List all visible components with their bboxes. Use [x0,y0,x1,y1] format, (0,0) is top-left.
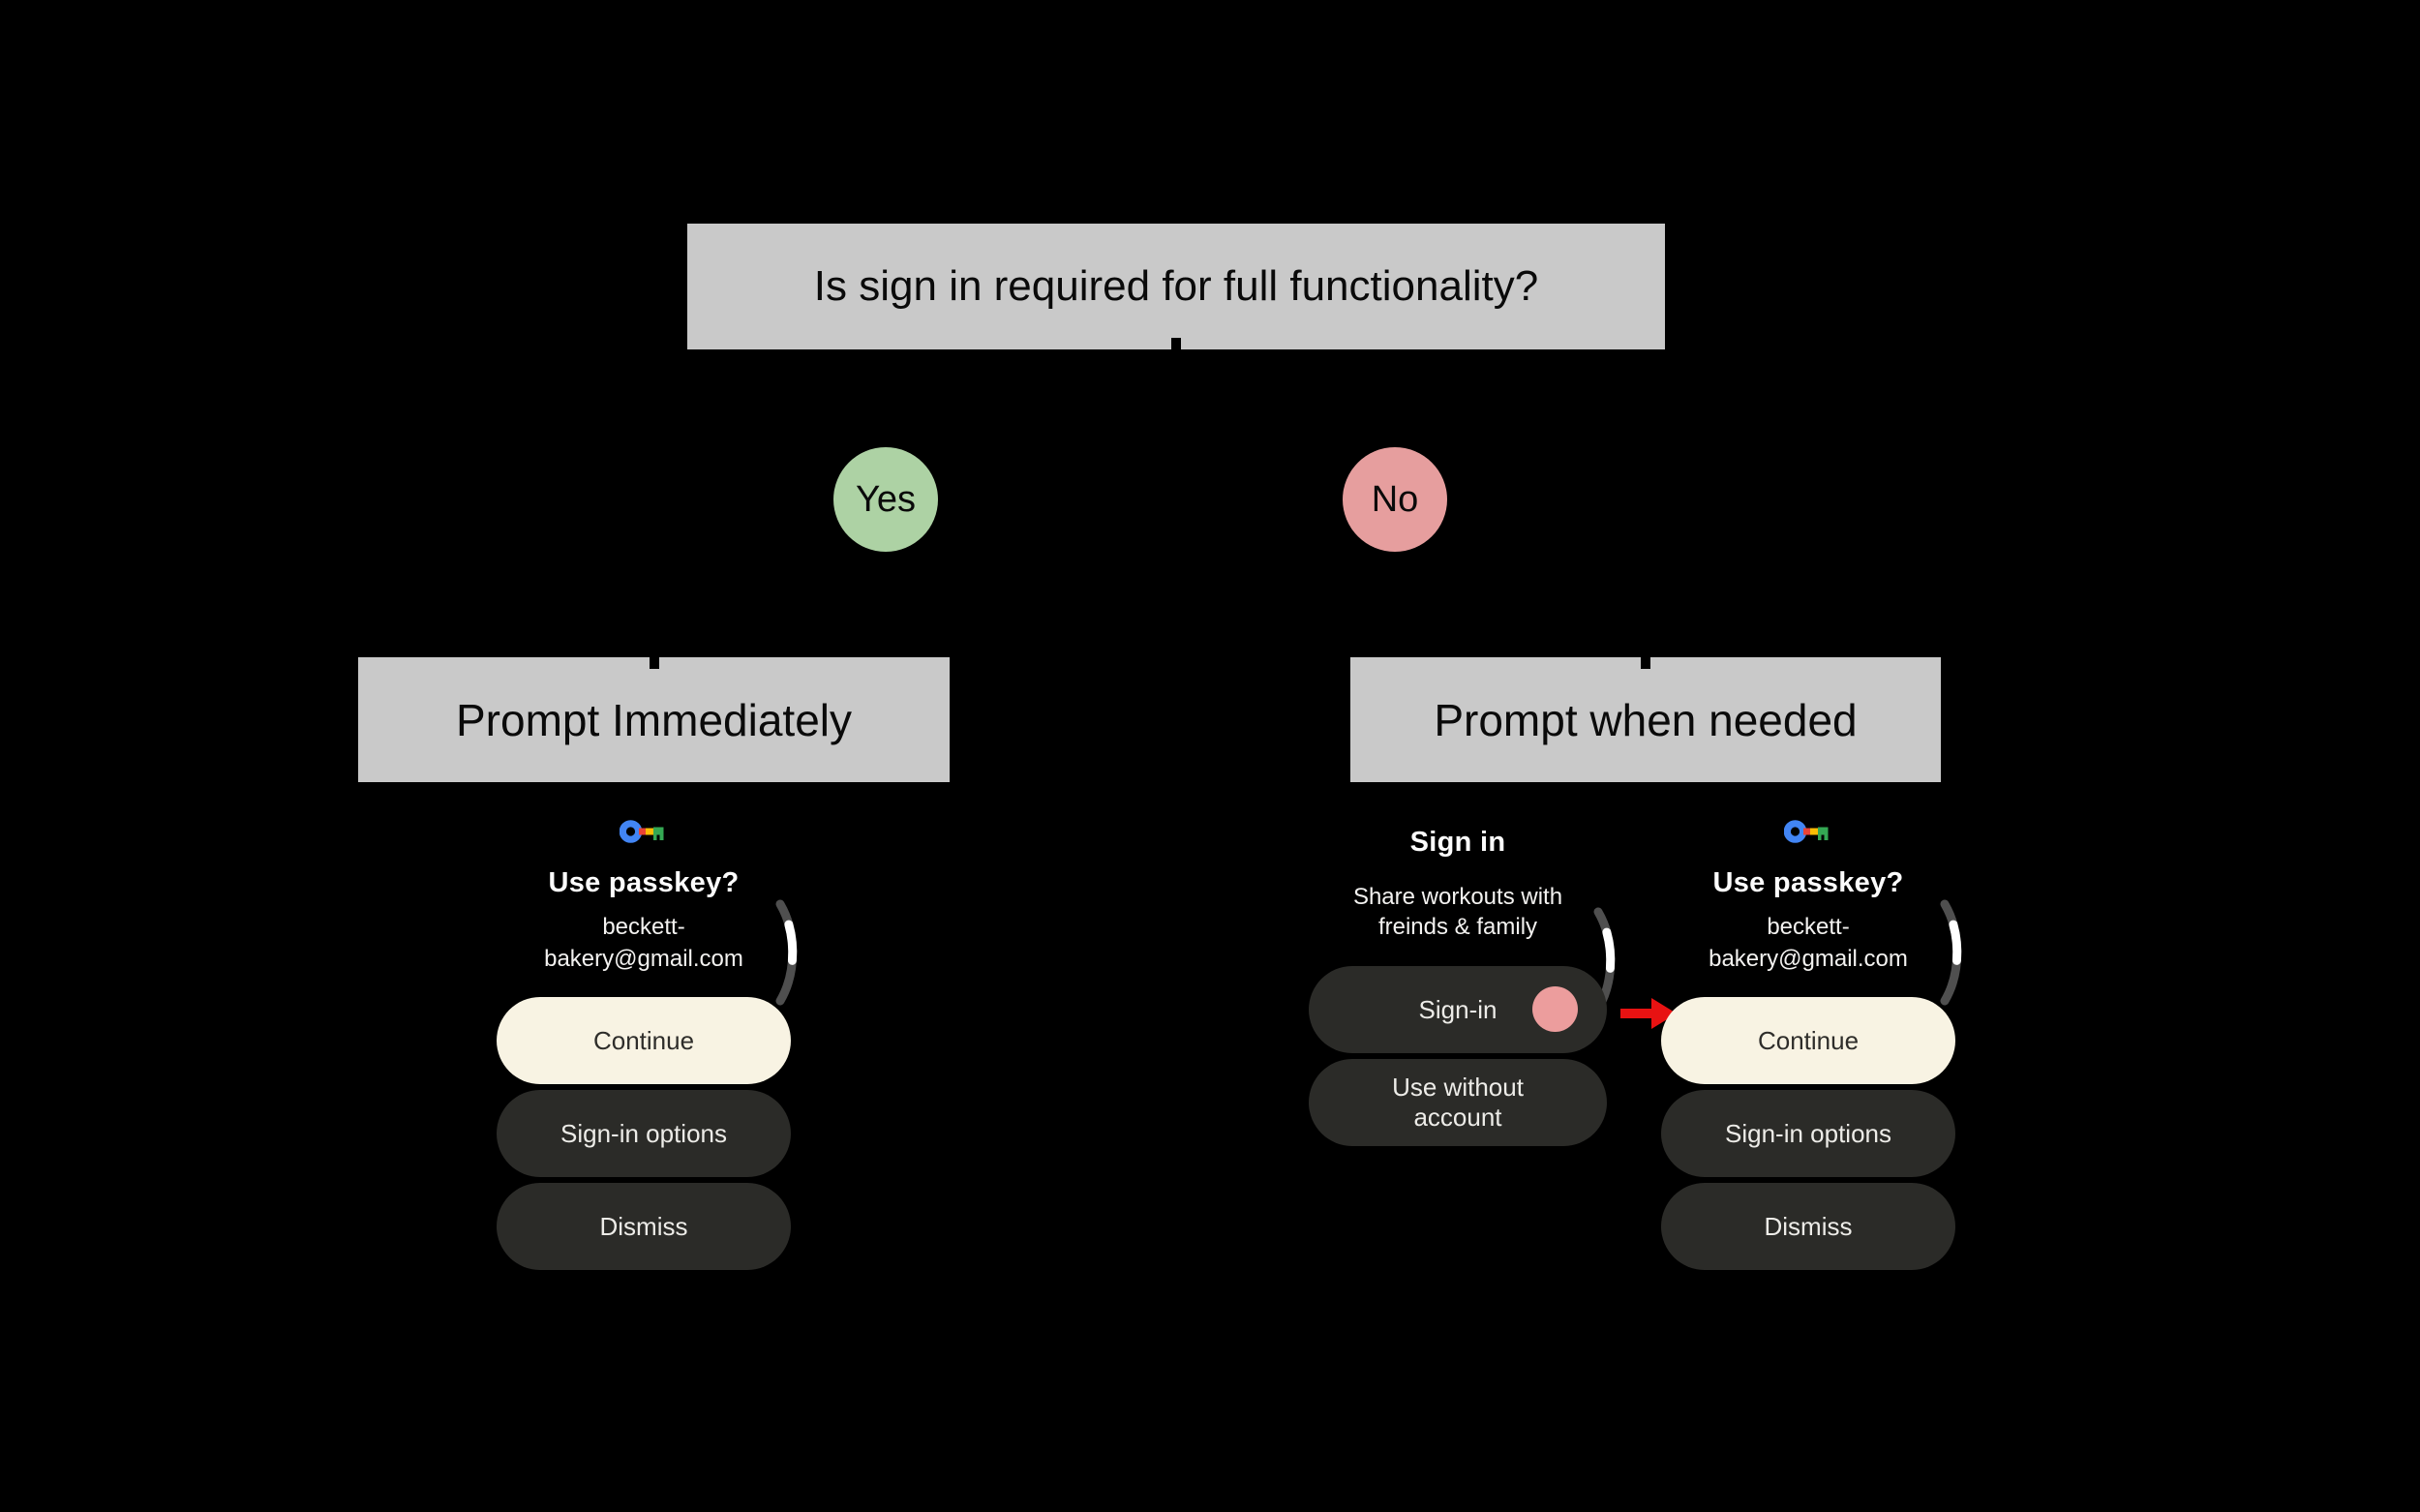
branch-box-prompt-when-needed: Prompt when needed [1350,657,1941,782]
continue-button[interactable]: Continue [497,997,791,1084]
dismiss-button[interactable]: Dismiss [1661,1183,1955,1270]
use-without-line2: account [1413,1103,1502,1132]
yes-label: Yes [856,478,916,520]
no-label: No [1371,478,1419,520]
use-without-account-button[interactable]: Use without account [1309,1059,1607,1146]
signin-subtitle: Share workouts with freinds & family [1264,882,1651,942]
branch-box-prompt-immediately: Prompt Immediately [358,657,950,782]
passkey-account: beckett- bakery@gmail.com [1615,911,2002,975]
arrow-shaft [1620,1009,1651,1018]
account-line1: beckett- [602,914,685,940]
signin-options-button[interactable]: Sign-in options [1661,1090,1955,1177]
signin-options-button[interactable]: Sign-in options [497,1090,791,1177]
dismiss-button[interactable]: Dismiss [497,1183,791,1270]
dismiss-label: Dismiss [1764,1211,1853,1241]
account-line2: bakery@gmail.com [544,946,743,972]
signin-options-label: Sign-in options [560,1118,727,1148]
signin-title: Sign in [1409,827,1506,858]
account-line1: beckett- [1767,914,1850,940]
scroll-indicator[interactable] [1939,899,1968,1006]
use-without-line1: Use without [1392,1073,1524,1102]
connector-stub [649,657,659,669]
connector-stub [1171,338,1181,349]
tap-indicator [1532,986,1578,1032]
no-node: No [1343,447,1447,552]
passkey-title: Use passkey? [548,867,740,898]
passkey-icon [1784,820,1829,843]
subtitle-line1: Share workouts with [1352,884,1563,910]
decision-title: Is sign in required for full functionali… [813,262,1539,310]
connector-stub [1641,657,1650,669]
yes-node: Yes [833,447,938,552]
passkey-icon [620,820,664,843]
branch-label: Prompt Immediately [455,694,852,745]
account-line2: bakery@gmail.com [1709,946,1908,972]
decision-title-box: Is sign in required for full functionali… [687,224,1665,349]
dismiss-label: Dismiss [599,1211,688,1241]
continue-label: Continue [1757,1025,1860,1055]
scroll-indicator[interactable] [774,899,803,1006]
continue-label: Continue [592,1025,695,1055]
use-without-account-label: Use without account [1392,1073,1524,1133]
signin-options-label: Sign-in options [1725,1118,1891,1148]
continue-button[interactable]: Continue [1661,997,1955,1084]
subtitle-line2: freinds & family [1377,914,1538,940]
passkey-title: Use passkey? [1712,867,1904,898]
passkey-account: beckett- bakery@gmail.com [450,911,837,975]
branch-label: Prompt when needed [1434,694,1858,745]
signin-button-label: Sign-in [1418,994,1497,1024]
